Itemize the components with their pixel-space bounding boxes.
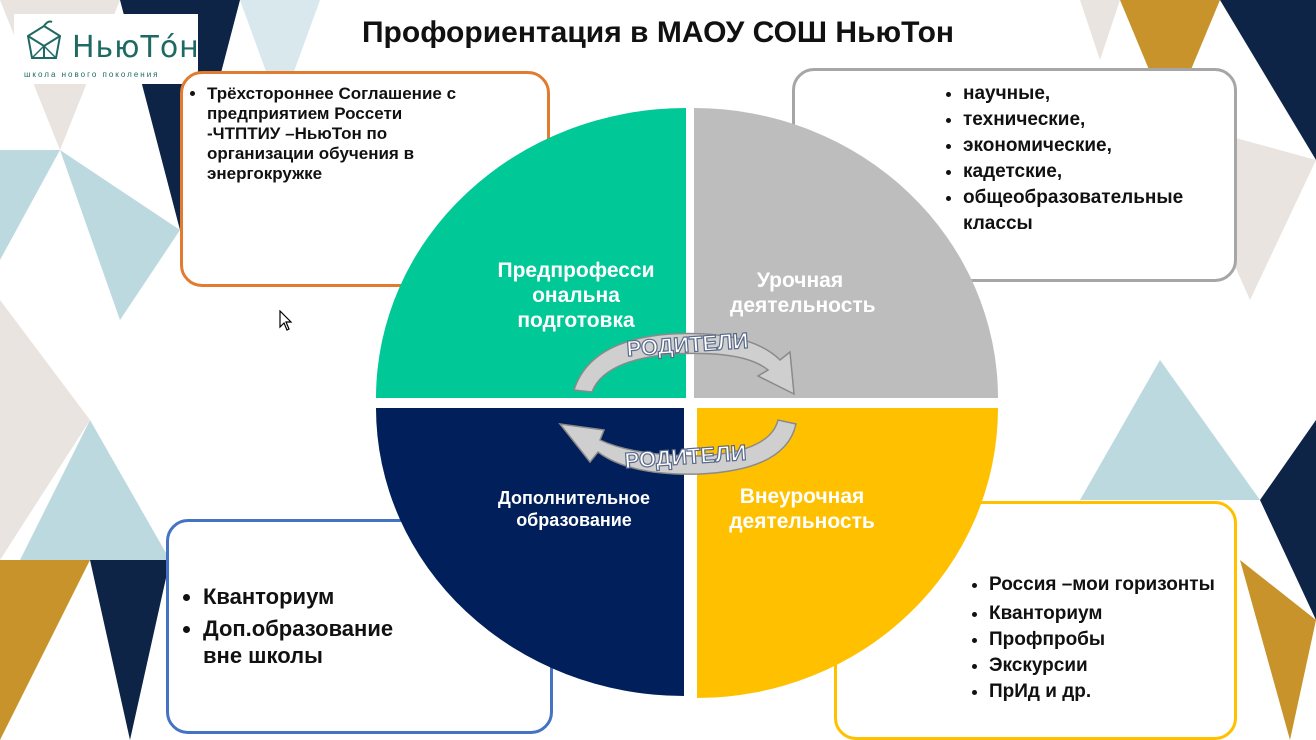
- curved-arrow-bottom: [558, 419, 797, 475]
- curved-arrow-top: [573, 332, 795, 396]
- card-item: Доп.образование вне школы: [203, 616, 433, 669]
- school-logo: НьюТо́н школа нового поколения: [14, 14, 200, 84]
- card-item: Трёхстороннее Соглашение с предприятием …: [207, 84, 457, 183]
- quadrant-label-bottom-right: Внеурочная деятельность: [729, 485, 875, 534]
- card-item: общеобразовательные классы: [963, 185, 1224, 237]
- card-item: Кванториум: [989, 601, 1224, 627]
- card-item: Кванториум: [203, 584, 540, 610]
- card-item: Профпробы: [989, 627, 1224, 653]
- card-top-left: Трёхстороннее Соглашение с предприятием …: [180, 71, 550, 287]
- apple-logo-icon: [26, 20, 62, 59]
- card-item: экономические,: [963, 133, 1224, 159]
- card-item: научные,: [963, 81, 1224, 107]
- card-item: ПрИд и др.: [989, 679, 1224, 705]
- card-item: Экскурсии: [989, 653, 1224, 679]
- quadrant-label-top-left: Предпрофесси ональна подготовка: [497, 259, 655, 333]
- card-item: технические,: [963, 107, 1224, 133]
- logo-tagline: школа нового поколения: [24, 70, 160, 79]
- quadrant-top-right: [694, 108, 998, 398]
- page-title: Профориентация в МАОУ СОШ НьюТон: [361, 16, 955, 49]
- quadrant-bottom-left: [376, 408, 684, 696]
- quadrant-top-left: [376, 108, 686, 398]
- quadrant-label-bottom-left: Дополнительное образование: [497, 488, 651, 530]
- card-item: кадетские,: [963, 159, 1224, 185]
- quadrant-label-top-right: Урочная деятельность: [730, 269, 876, 318]
- card-item: Россия –мои горизонты: [989, 574, 1224, 597]
- mouse-cursor-icon: [279, 310, 293, 331]
- logo-name: НьюТо́н: [72, 30, 200, 65]
- quadrant-bottom-right: [697, 408, 998, 698]
